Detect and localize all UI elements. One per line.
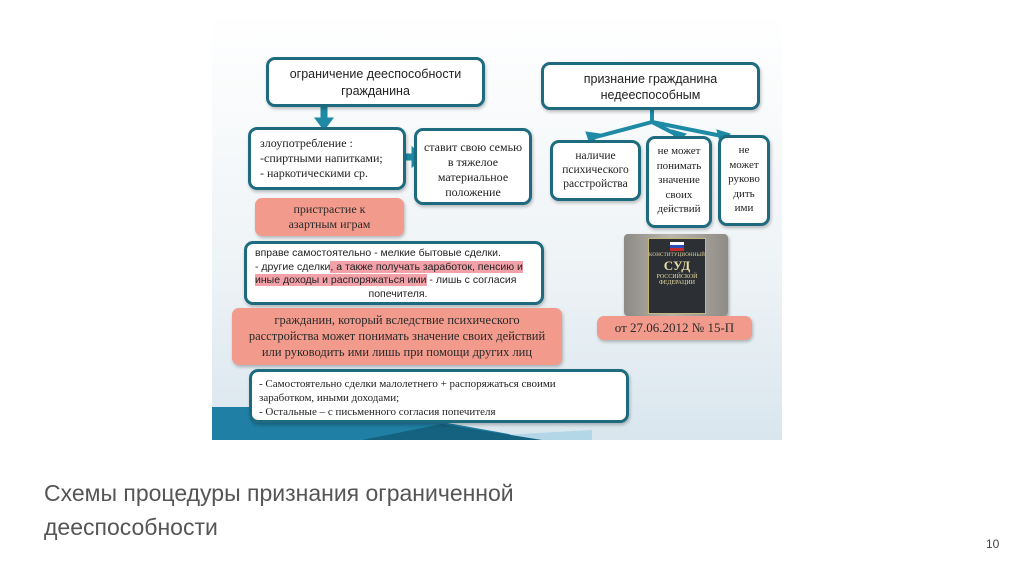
- decision-box: от 27.06.2012 № 15-П: [597, 316, 752, 340]
- cannot-understand-line-2: понимать: [656, 159, 702, 172]
- disorder-line-2: психического: [562, 164, 629, 176]
- court-sign-image: КОНСТИТУЦИОННЫЙ СУД РОССИЙСКОЙ ФЕДЕРАЦИИ: [624, 234, 728, 316]
- abuse-line-3: - наркотическими ср.: [260, 166, 369, 180]
- cannot-understand-line-4: своих: [665, 188, 693, 201]
- limitation-line-2: гражданина: [341, 84, 410, 98]
- minor-line-3: - Остальные – с письменного согласия поп…: [259, 406, 496, 418]
- cannot-control-line-2: может: [729, 158, 759, 171]
- court-sign-line-2: СУД: [663, 258, 691, 273]
- cannot-control-box: не может руково дить ими: [718, 135, 770, 226]
- page-number: 10: [986, 537, 1000, 551]
- family-line-2: в тяжелое: [447, 155, 499, 169]
- rights-highlight-1: , а также получать заработок, пенсию и: [330, 260, 523, 273]
- rights-line-4: попечителя.: [368, 287, 428, 300]
- rights-line-3: иные доходы и распоряжаться ими - лишь с…: [255, 274, 541, 288]
- diagram-image: ограничение дееспособности гражданина пр…: [212, 12, 782, 440]
- rights-box: вправе самостоятельно - мелкие бытовые с…: [244, 241, 544, 305]
- cannot-control-line-3: руково: [728, 173, 760, 185]
- family-box: ставит свою семью в тяжелое материальное…: [414, 128, 532, 205]
- abuse-line-2: -спиртными напитками;: [260, 151, 383, 165]
- cannot-understand-box: не может понимать значение своих действи…: [646, 136, 712, 228]
- caption-line-1: Схемы процедуры признания ограниченной: [44, 480, 514, 506]
- cannot-understand-line-1: не может: [657, 145, 701, 157]
- limitation-line-1: ограничение дееспособности: [289, 67, 462, 81]
- minor-line-2: заработком, иными доходами;: [259, 392, 400, 404]
- gambling-box: пристрастие к азартным играм: [255, 198, 404, 236]
- family-line-4: положение: [445, 185, 501, 199]
- disorder-box: наличие психического расстройства: [550, 140, 641, 201]
- abuse-line-1: злоупотребление :: [260, 136, 353, 150]
- russian-flag-icon: [670, 242, 684, 251]
- mental-disorder-box: гражданин, который вследствие психическо…: [232, 308, 562, 365]
- cannot-understand-line-5: действий: [657, 203, 701, 215]
- rights-highlight-2: иные доходы и распоряжаться ими: [255, 274, 427, 286]
- caption-line-2: дееспособности: [44, 514, 218, 540]
- rights-line-3-end: - лишь с согласия: [426, 274, 517, 286]
- incapacity-line-2: недееспособным: [600, 88, 701, 102]
- court-sign-line-4: ФЕДЕРАЦИИ: [658, 280, 696, 286]
- family-line-1: ставит свою семью: [423, 140, 523, 154]
- slide-caption: Схемы процедуры признания ограниченной д…: [44, 476, 514, 544]
- gambling-line-1: пристрастие к: [293, 202, 366, 216]
- cannot-control-line-4: дить: [733, 187, 755, 200]
- minor-box: - Самостоятельно сделки малолетнего + ра…: [249, 369, 629, 423]
- gambling-line-2: азартным играм: [288, 217, 371, 231]
- abuse-box: злоупотребление : -спиртными напитками; …: [248, 127, 406, 190]
- court-plaque: КОНСТИТУЦИОННЫЙ СУД РОССИЙСКОЙ ФЕДЕРАЦИИ: [648, 238, 706, 314]
- disorder-line-1: наличие: [575, 150, 616, 162]
- limitation-box: ограничение дееспособности гражданина: [266, 57, 485, 107]
- cannot-control-line-1: не: [738, 144, 750, 156]
- court-sign-line-1: КОНСТИТУЦИОННЫЙ: [649, 253, 706, 258]
- cannot-understand-line-3: значение: [658, 174, 700, 186]
- mental-line-2: расстройства может понимать значение сво…: [248, 329, 546, 343]
- rights-line-2-start: - другие сделки: [255, 260, 331, 273]
- minor-line-1: - Самостоятельно сделки малолетнего + ра…: [259, 378, 556, 390]
- incapacity-box: признание гражданина недееспособным: [541, 62, 760, 110]
- court-sign-line-3: РОССИЙСКОЙ: [656, 274, 698, 280]
- decision-text: от 27.06.2012 № 15-П: [614, 320, 735, 335]
- mental-line-1: гражданин, который вследствие психическо…: [274, 313, 520, 327]
- rights-line-1: вправе самостоятельно - мелкие бытовые с…: [255, 247, 501, 259]
- incapacity-line-1: признание гражданина: [583, 72, 718, 86]
- rights-line-2: - другие сделки, а также получать зарабо…: [255, 260, 541, 275]
- mental-line-3: или руководить ими лишь при помощи други…: [261, 345, 533, 359]
- cannot-control-line-5: ими: [734, 202, 754, 214]
- family-line-3: материальное: [437, 170, 509, 184]
- disorder-line-3: расстройства: [563, 178, 628, 190]
